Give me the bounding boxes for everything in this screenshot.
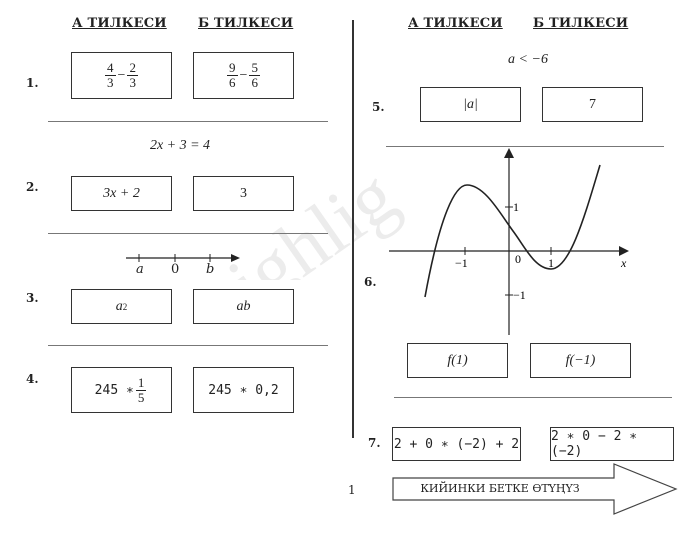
q6-answer-b[interactable]: f(−1) [530,343,631,378]
q4-answer-b[interactable]: 245 ∗ 0,2 [193,367,294,413]
tick-label: −1 [455,256,468,270]
page-number: 1 [348,483,356,497]
answer-text: 245 ∗ [94,382,134,398]
answer-text: f(−1) [565,352,596,368]
arrow-right-icon [392,463,678,515]
answer-text: 245 ∗ 0,2 [208,382,279,398]
answer-text: 3 [240,185,247,201]
axis-label: x [620,256,627,270]
answer-text: ab [236,298,251,314]
q7-answer-a[interactable]: 2 + 0 ∗ (−2) + 2 [392,427,521,461]
q2-answer-b[interactable]: 3 [193,176,294,211]
next-page-label: КИЙИНКИ БЕТКЕ ӨТҮҢҮЗ [420,482,580,495]
exponent: 2 [122,301,128,312]
separator [386,146,664,147]
q2-answer-a[interactable]: 3x + 2 [71,176,172,211]
number-line [120,248,250,278]
q5-condition: a < −6 [508,52,548,67]
separator [48,345,328,346]
operator: − [239,67,248,83]
tick-label: 1 [513,200,519,214]
column-divider [352,20,354,438]
question-number: 6. [364,275,377,289]
separator [394,397,672,398]
answer-text: f(1) [447,352,468,368]
answer-text: 7 [589,96,596,112]
numberline-label-a: a [136,262,144,277]
operator: − [117,67,126,83]
right-header-a: А ТИЛКЕСИ [408,16,503,31]
q5-answer-a[interactable]: |a| [420,87,521,122]
next-page-button[interactable]: КИЙИНКИ БЕТКЕ ӨТҮҢҮЗ [392,462,680,516]
question-number: 2. [26,180,39,194]
q2-condition: 2x + 3 = 4 [149,138,211,153]
answer-text: 2 + 0 ∗ (−2) + 2 [393,436,520,452]
question-number: 5. [372,100,385,114]
tick-label: −1 [513,288,526,302]
answer-text: a [115,298,123,314]
q6-answer-a[interactable]: f(1) [407,343,508,378]
question-number: 1. [26,76,39,90]
separator [48,121,328,122]
tick-label: 1 [548,256,554,270]
function-graph: 1 −1 −1 0 1 x [385,145,635,340]
numberline-label-b: b [206,262,215,277]
graph-svg: 1 −1 −1 0 1 x [389,148,629,335]
separator [48,233,328,234]
q7-answer-b[interactable]: 2 ∗ 0 − 2 ∗ (−2) [550,427,674,461]
q5-answer-b[interactable]: 7 [542,87,643,122]
question-number: 7. [368,436,381,450]
answer-text: |a| [463,96,478,112]
tick-label: 0 [515,252,521,266]
question-number: 3. [26,291,39,305]
q3-answer-b[interactable]: ab [193,289,294,324]
answer-text: 2 ∗ 0 − 2 ∗ (−2) [551,429,638,459]
question-number: 4. [26,372,39,386]
left-header-b: Б ТИЛКЕСИ [198,16,294,31]
numberline-label-zero: 0 [171,262,180,277]
left-header-a: А ТИЛКЕСИ [72,16,167,31]
right-header-b: Б ТИЛКЕСИ [533,16,629,31]
answer-text: 3x + 2 [103,185,140,201]
